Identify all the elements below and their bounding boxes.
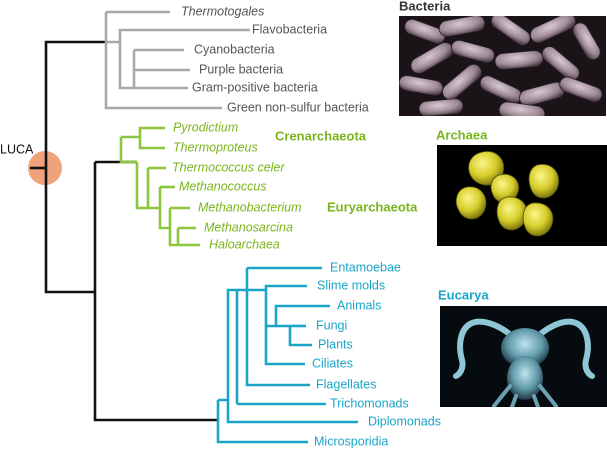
archaea-taxon-label: Methanobacterium bbox=[198, 200, 302, 214]
euryarchaeota-trunk bbox=[135, 162, 148, 210]
archaea-taxon-label: Pyrodictium bbox=[173, 120, 238, 134]
bacteria-branch-flavobacteria bbox=[106, 28, 250, 44]
bacteria-taxon-label: Green non-sulfur bacteria bbox=[227, 100, 369, 114]
bacteria-branch-green-nonsulfur bbox=[104, 42, 222, 110]
euryarchaeota-sub1 bbox=[146, 168, 160, 210]
eucarya-taxon-label: Entamoebae bbox=[330, 260, 401, 274]
bacteria-taxon-label: Flavobacteria bbox=[252, 22, 327, 36]
archaea-taxon-label: Methanosarcina bbox=[204, 220, 293, 234]
archaea-taxon-label: Thermoproteus bbox=[173, 140, 258, 154]
eucarya-taxon-label: Ciliates bbox=[312, 356, 353, 370]
eucarya-branch-flagellates bbox=[245, 268, 310, 387]
bacteria-taxon-label: Thermotogales bbox=[181, 4, 264, 18]
bacteria-taxon-label: Gram-positive bacteria bbox=[192, 80, 318, 94]
archaea-branch-haloarchaea bbox=[176, 228, 200, 247]
archaea-taxon-label: Thermococcus celer bbox=[172, 160, 285, 174]
eucarya-branch-diplomonads bbox=[218, 398, 358, 424]
eucarya-branch-ciliates bbox=[264, 290, 305, 366]
bacteria-domain-title: Bacteria bbox=[399, 0, 451, 13]
eucarya-taxon-label: Slime molds bbox=[317, 278, 385, 292]
archaea-taxon-label: Methanococcus bbox=[179, 179, 267, 193]
euryarchaeota-sub2 bbox=[158, 187, 170, 230]
archaea-branch-thermoproteus bbox=[138, 137, 165, 150]
eucarya-branch-animals bbox=[274, 304, 330, 326]
archaea-micrograph bbox=[437, 145, 607, 246]
bacteria-taxon-label: Purple bacteria bbox=[199, 62, 283, 76]
crenarchaeota-group-label: Crenarchaeota bbox=[275, 128, 367, 143]
bacteria-branch-gram-positive bbox=[132, 50, 188, 90]
eucarya-branch-microsporidia bbox=[216, 400, 308, 444]
eucarya-taxon-label: Animals bbox=[337, 298, 381, 312]
eucarya-branch-plants bbox=[288, 326, 312, 347]
eucarya-taxon-label: Plants bbox=[318, 337, 353, 351]
archaea-branch-pyrodictium bbox=[121, 126, 165, 139]
eucarya-taxon-label: Fungi bbox=[316, 318, 347, 332]
eucarya-taxon-label: Trichomonads bbox=[330, 396, 409, 410]
root-split-branch bbox=[44, 40, 106, 294]
archaea-trunk bbox=[119, 137, 137, 164]
euryarchaeota-sub3 bbox=[168, 208, 178, 247]
eucarya-taxon-label: Flagellates bbox=[316, 377, 376, 391]
eucarya-branch-slime-molds bbox=[247, 284, 307, 292]
eucarya-taxon-label: Diplomonads bbox=[368, 414, 441, 428]
bacteria-subtree bbox=[118, 42, 134, 90]
eucarya-trunk bbox=[226, 288, 247, 400]
archaea-eucarya-split bbox=[93, 162, 218, 422]
bacteria-micrograph bbox=[399, 16, 606, 116]
bacteria-taxon-label: Cyanobacteria bbox=[194, 42, 275, 56]
euryarchaeota-group-label: Euryarchaeota bbox=[327, 199, 418, 214]
eucarya-micrograph bbox=[440, 306, 607, 407]
luca-label: LUCA bbox=[0, 142, 34, 156]
archaea-taxon-label: Haloarchaea bbox=[209, 237, 280, 251]
eucarya-domain-title: Eucarya bbox=[438, 287, 489, 302]
archaea-domain-title: Archaea bbox=[436, 127, 488, 142]
eucarya-taxon-label: Microsporidia bbox=[314, 434, 388, 448]
